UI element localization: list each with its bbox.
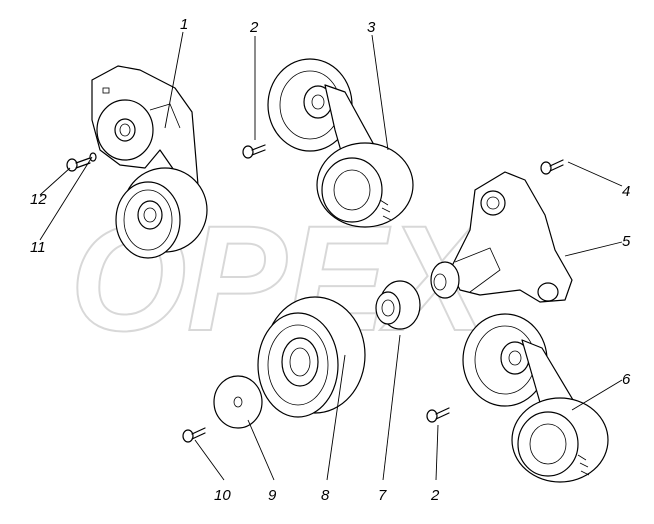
callout-8: 8 xyxy=(321,487,330,504)
part-8-pulley-bearing xyxy=(257,296,366,418)
callout-3: 3 xyxy=(367,19,376,36)
part-6-tensioner-assembly xyxy=(462,313,609,483)
bolt-2-bottom xyxy=(426,407,450,423)
leader-lines xyxy=(39,31,623,481)
bolt-2-top xyxy=(242,144,266,159)
part-3-tensioner-assembly xyxy=(267,58,414,228)
callout-12: 12 xyxy=(30,191,47,208)
washer-11 xyxy=(89,152,97,162)
bolt-12 xyxy=(66,157,91,172)
part-9-washer xyxy=(213,375,263,429)
callout-2-bottom: 2 xyxy=(430,487,440,504)
callout-5: 5 xyxy=(622,233,631,250)
callout-9: 9 xyxy=(268,487,277,504)
bolt-10 xyxy=(182,427,206,443)
callout-2-top: 2 xyxy=(249,19,259,36)
part-5-bracket xyxy=(430,171,573,303)
callout-7: 7 xyxy=(378,487,387,504)
callout-11: 11 xyxy=(30,239,46,256)
part-7-spacer-bushing xyxy=(375,280,421,330)
callout-6: 6 xyxy=(622,371,631,388)
bolt-4 xyxy=(540,159,564,175)
callout-1: 1 xyxy=(180,16,188,33)
callout-10: 10 xyxy=(214,487,231,504)
callout-labels: 1 2 3 4 5 6 2 7 8 9 10 11 12 xyxy=(30,16,631,504)
callout-4: 4 xyxy=(622,183,630,200)
part-1-idler-pulley xyxy=(115,167,208,259)
